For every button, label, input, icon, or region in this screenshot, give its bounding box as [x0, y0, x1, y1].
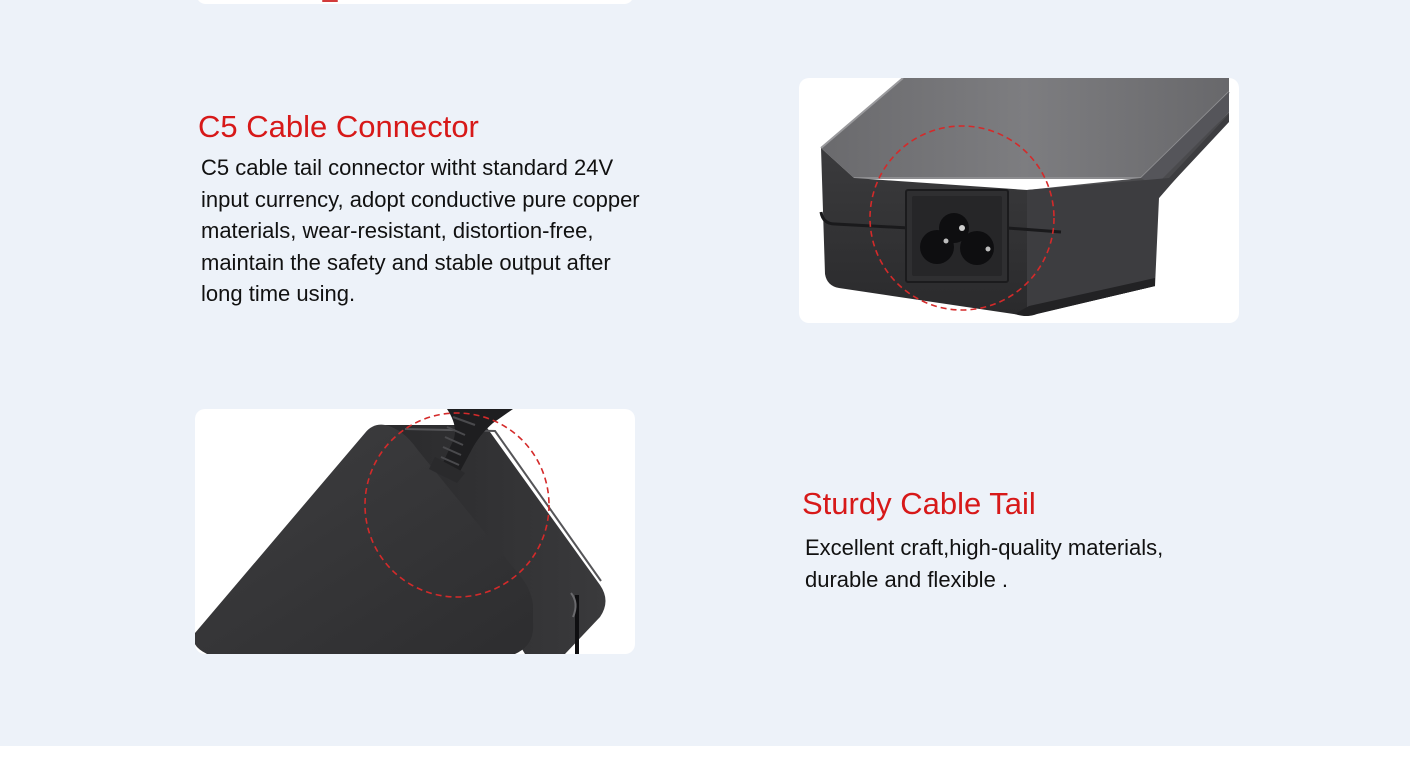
- cable-tail-photo-icon: [195, 409, 606, 654]
- page-footer-strip: [0, 746, 1410, 757]
- feature-description-cable-tail: Excellent craft,high-quality materials, …: [805, 535, 1164, 592]
- highlight-mark: [322, 0, 338, 2]
- feature-title-c5-connector: C5 Cable Connector: [198, 109, 479, 144]
- c5-connector-photo-icon: [819, 78, 1230, 316]
- cable-tail-image-card: [195, 409, 635, 654]
- feature-description-c5-connector: C5 cable tail connector witht standard 2…: [201, 155, 640, 306]
- c5-connector-image-card: [799, 78, 1239, 323]
- previous-feature-image-card: [196, 0, 634, 4]
- feature-title-cable-tail: Sturdy Cable Tail: [802, 486, 1036, 521]
